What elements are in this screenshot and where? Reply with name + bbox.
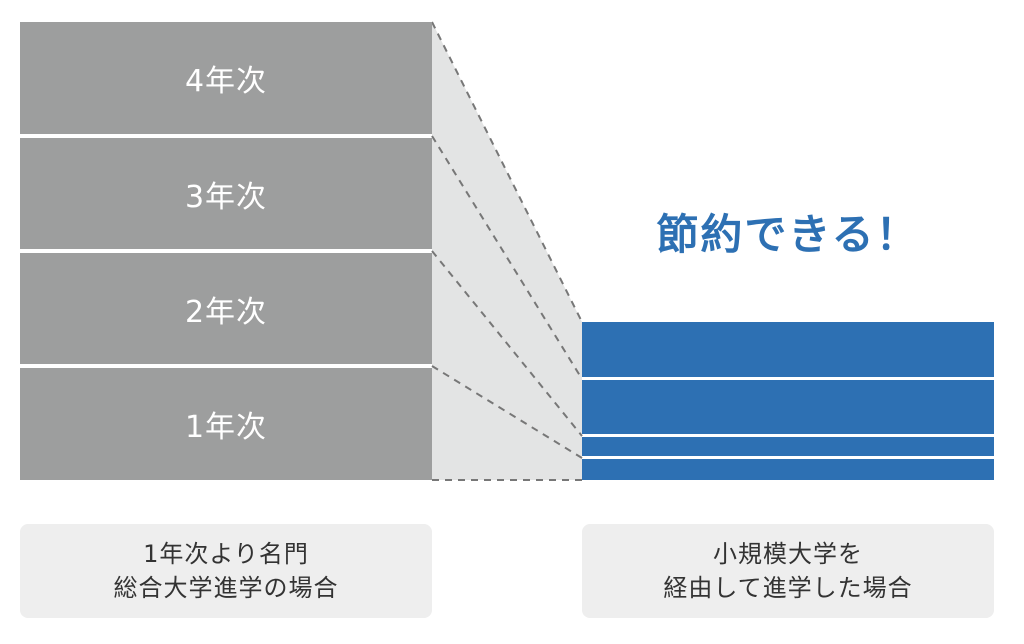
caption-right: 小規模大学を 経由して進学した場合 bbox=[582, 524, 994, 618]
small-segment-4 bbox=[582, 322, 994, 377]
year-4-block: 4年次 bbox=[20, 22, 432, 134]
year-1-label: 1年次 bbox=[184, 410, 268, 445]
connector-line-top bbox=[431, 21, 583, 323]
caption-left-line2: 総合大学進学の場合 bbox=[113, 574, 339, 602]
year-3-block: 3年次 bbox=[20, 138, 432, 249]
caption-left-line1: 1年次より名門 bbox=[143, 540, 309, 568]
connector-line-2-1 bbox=[431, 365, 583, 459]
year-3-label: 3年次 bbox=[184, 179, 268, 215]
connector-line-3-2 bbox=[431, 250, 583, 437]
caption-left: 1年次より名門 総合大学進学の場合 bbox=[20, 524, 432, 618]
savings-headline: 節約できる！ bbox=[656, 209, 920, 259]
year-2-label: 2年次 bbox=[184, 294, 268, 330]
caption-right-line2: 経由して進学した場合 bbox=[663, 574, 913, 602]
connector-line-4-3 bbox=[431, 135, 583, 380]
small-segment-3 bbox=[582, 380, 994, 434]
small-segment-2 bbox=[582, 437, 994, 456]
caption-right-line1: 小規模大学を bbox=[713, 540, 863, 568]
year-4-label: 4年次 bbox=[184, 64, 268, 99]
year-1-block: 1年次 bbox=[20, 368, 432, 480]
year-2-block: 2年次 bbox=[20, 253, 432, 364]
connector-trapezoid bbox=[432, 22, 582, 480]
small-segment-1 bbox=[582, 459, 994, 480]
